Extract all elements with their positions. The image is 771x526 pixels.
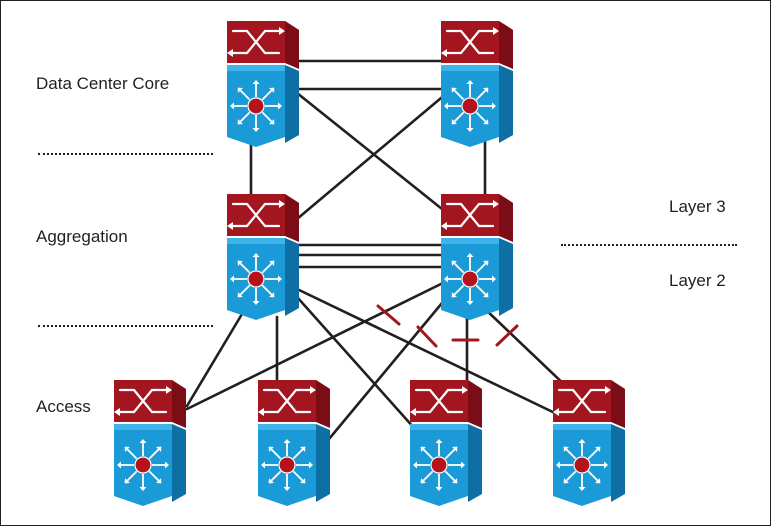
switch-highlight [227,238,285,244]
router-cross-arrows [227,200,285,230]
router-side-face [172,380,186,428]
access-switch-1 [114,380,186,506]
switch-side-face [285,65,299,143]
tier-divider-aggregation-access [38,325,213,327]
router-side-face [499,21,513,69]
switch-side-face [316,424,330,502]
switch-hub-center [461,97,479,115]
layer3-label: Layer 3 [669,197,726,216]
switch-side-face [611,424,625,502]
switch-radiating-arrows [261,439,313,491]
switch-radiating-arrows [444,80,496,132]
switch-side-face [499,65,513,143]
switch-highlight [258,424,316,430]
switch-highlight [441,238,499,244]
tier-label-access: Access [36,397,91,416]
switch-highlight [410,424,468,430]
layer-divider-l3-l2 [561,244,737,246]
router-cross-arrows [227,27,285,57]
switch-highlight [114,424,172,430]
switch-hub-center [134,456,152,474]
router-side-face [316,380,330,428]
core-switch-left [227,21,299,147]
router-side-face [611,380,625,428]
access-switch-4 [553,380,625,506]
switch-highlight [553,424,611,430]
blocked-link-mark-2 [416,325,438,348]
switch-hub-center [573,456,591,474]
router-side-face [285,21,299,69]
switch-radiating-arrows [413,439,465,491]
agg-left-to-access-1 [185,307,247,408]
aggregation-switch-left [227,194,299,320]
aggregation-switch-right [441,194,513,320]
switch-hub-center [247,97,265,115]
access-switch-3 [410,380,482,506]
router-cross-arrows [441,200,499,230]
agg-left-to-access-3 [295,295,417,431]
switch-highlight [227,65,285,71]
switch-radiating-arrows [444,253,496,305]
switch-radiating-arrows [230,253,282,305]
router-cross-arrows [410,386,468,416]
switch-radiating-arrows [117,439,169,491]
access-switch-2 [258,380,330,506]
router-side-face [468,380,482,428]
router-side-face [499,194,513,242]
agg-right-to-access-2 [327,295,449,441]
core-right-to-agg-left [295,91,449,221]
router-cross-arrows [258,386,316,416]
agg-left-to-access-4 [295,287,561,417]
router-side-face [285,194,299,242]
tier-label-aggregation: Aggregation [36,227,128,246]
switch-side-face [499,238,513,316]
core-left-to-agg-right [295,91,449,215]
agg-right-to-access-4 [483,307,571,391]
router-cross-arrows [114,386,172,416]
switch-hub-center [278,456,296,474]
switch-hub-center [461,270,479,288]
router-cross-arrows [553,386,611,416]
switch-side-face [172,424,186,502]
tier-divider-core-aggregation [38,153,213,155]
tier-label-core: Data Center Core [36,74,170,93]
switch-hub-center [247,270,265,288]
blocked-link-mark-4 [495,324,519,347]
router-cross-arrows [441,27,499,57]
switch-hub-center [430,456,448,474]
switch-highlight [441,65,499,71]
switch-radiating-arrows [230,80,282,132]
switch-side-face [468,424,482,502]
blocked-link-mark-1 [376,304,401,326]
agg-right-to-access-1 [185,279,449,411]
layer2-label: Layer 2 [669,271,726,290]
switch-side-face [285,238,299,316]
core-switch-right [441,21,513,147]
switch-radiating-arrows [556,439,608,491]
